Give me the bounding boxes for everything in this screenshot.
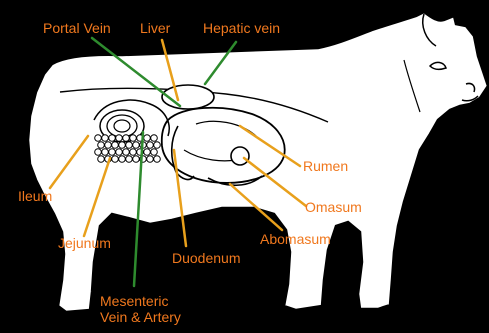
jejunum-coil (119, 156, 126, 163)
jejunum-coil (130, 135, 137, 142)
label-rumen: Rumen (303, 158, 348, 174)
jejunum-coil (98, 156, 105, 163)
jejunum-coil (130, 149, 137, 156)
jejunum-coil (147, 142, 154, 149)
jejunum-coil (154, 156, 161, 163)
label-jejunum: Jejunum (58, 235, 111, 251)
jejunum-coil (116, 135, 123, 142)
jejunum-coil (126, 142, 133, 149)
jejunum-coil (151, 149, 158, 156)
label-duodenum: Duodenum (172, 250, 241, 266)
jejunum-coil (133, 142, 140, 149)
jejunum-coil (102, 135, 109, 142)
jejunum-coil (112, 156, 119, 163)
jejunum-coil (95, 149, 102, 156)
cow-eye (430, 62, 446, 69)
jejunum-coil (95, 135, 102, 142)
jejunum-coil (144, 149, 151, 156)
label-portal-vein: Portal Vein (43, 20, 111, 36)
jejunum-coil (109, 149, 116, 156)
jejunum-coil (126, 156, 133, 163)
jejunum-coil (151, 135, 158, 142)
jejunum-coil (154, 142, 161, 149)
label-liver: Liver (140, 20, 170, 36)
jejunum-coil (102, 149, 109, 156)
omasum-shape (231, 147, 249, 165)
jejunum-coil (112, 142, 119, 149)
jejunum-coil (123, 135, 130, 142)
label-hepatic-vein: Hepatic vein (203, 20, 280, 36)
label-mesenteric-vein-artery: Mesenteric Vein & Artery (100, 293, 181, 325)
label-ileum: Ileum (18, 188, 52, 204)
jejunum-coil (133, 156, 140, 163)
label-abomasum: Abomasum (260, 231, 331, 247)
jejunum-coil (144, 135, 151, 142)
jejunum-coil (98, 142, 105, 149)
label-omasum: Omasum (305, 199, 362, 215)
jejunum-coil (147, 156, 154, 163)
jejunum-coil (123, 149, 130, 156)
jejunum-coil (109, 135, 116, 142)
jejunum-coil (119, 142, 126, 149)
jejunum-coil (105, 142, 112, 149)
jejunum-coil (116, 149, 123, 156)
